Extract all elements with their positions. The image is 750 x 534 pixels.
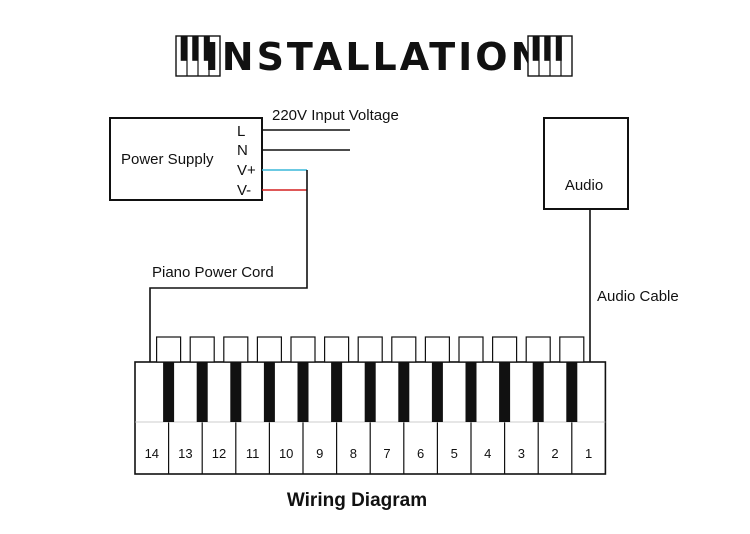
input-voltage-value: 220V xyxy=(272,107,307,124)
key-number-label: 6 xyxy=(417,446,424,461)
piano-keys-icon-left xyxy=(175,35,221,77)
key-number-label: 4 xyxy=(484,446,491,461)
page-title: INSTALLATION xyxy=(205,35,546,79)
key-connector-tab xyxy=(525,336,551,363)
piano-keys-icon-right xyxy=(527,35,573,77)
key-connector-tab xyxy=(189,336,215,363)
black-key xyxy=(431,362,443,422)
pin-l-label: L xyxy=(237,123,245,140)
key-number-label: 8 xyxy=(350,446,357,461)
key-connector-tab xyxy=(357,336,383,363)
key-connector-tab xyxy=(424,336,450,363)
key-connector-tab xyxy=(559,336,585,363)
key-connector-tab xyxy=(324,336,350,363)
black-key xyxy=(263,362,275,422)
black-key xyxy=(398,362,410,422)
black-key xyxy=(566,362,578,422)
key-connector-tab xyxy=(223,336,249,363)
key-connector-tab xyxy=(156,336,182,363)
black-key xyxy=(196,362,208,422)
key-number-label: 12 xyxy=(212,446,226,461)
key-number-label: 3 xyxy=(518,446,525,461)
key-connector-tab xyxy=(492,336,518,363)
power-supply-label: Power Supply xyxy=(121,151,214,168)
key-number-label: 13 xyxy=(178,446,192,461)
pin-n-label: N xyxy=(237,142,248,159)
key-number-label: 10 xyxy=(279,446,293,461)
key-number-label: 9 xyxy=(316,446,323,461)
key-number-label: 7 xyxy=(383,446,390,461)
pin-vplus-label: V+ xyxy=(237,162,256,179)
black-key xyxy=(230,362,242,422)
piano-power-cord xyxy=(149,170,308,362)
piano-icon-black-key xyxy=(203,36,210,61)
input-voltage-label: 220V Input Voltage xyxy=(272,107,399,124)
piano-icon-black-key xyxy=(555,36,562,61)
black-key xyxy=(364,362,376,422)
diagram-caption: Wiring Diagram xyxy=(287,490,427,511)
piano-icon-black-key xyxy=(532,36,539,61)
audio-box xyxy=(543,117,629,210)
black-key xyxy=(163,362,175,422)
key-connector-tab xyxy=(458,336,484,363)
key-number-label: 2 xyxy=(551,446,558,461)
piano-icon-black-key xyxy=(544,36,551,61)
black-key xyxy=(331,362,343,422)
key-connector-tab xyxy=(290,336,316,363)
piano-keyboard: 14 13 12 11 10 9 8 7 6 5 4 3 2 1 xyxy=(134,336,607,475)
key-connector-tab xyxy=(256,336,282,363)
audio-cable-label: Audio Cable xyxy=(597,288,679,305)
piano-icon-black-key xyxy=(192,36,199,61)
black-key xyxy=(532,362,544,422)
key-number-label: 1 xyxy=(585,446,592,461)
piano-icon-black-key xyxy=(180,36,187,61)
key-number-label: 14 xyxy=(145,446,159,461)
key-number-label: 5 xyxy=(451,446,458,461)
black-key xyxy=(297,362,309,422)
black-key xyxy=(499,362,511,422)
audio-label: Audio xyxy=(565,177,603,194)
pin-vminus-label: V- xyxy=(237,182,251,199)
key-number-label: 11 xyxy=(246,446,260,461)
key-connector-tab xyxy=(391,336,417,363)
input-voltage-text: Input Voltage xyxy=(311,107,399,124)
power-supply-box xyxy=(109,117,263,201)
piano-power-cord-label: Piano Power Cord xyxy=(152,264,274,281)
black-key xyxy=(465,362,477,422)
